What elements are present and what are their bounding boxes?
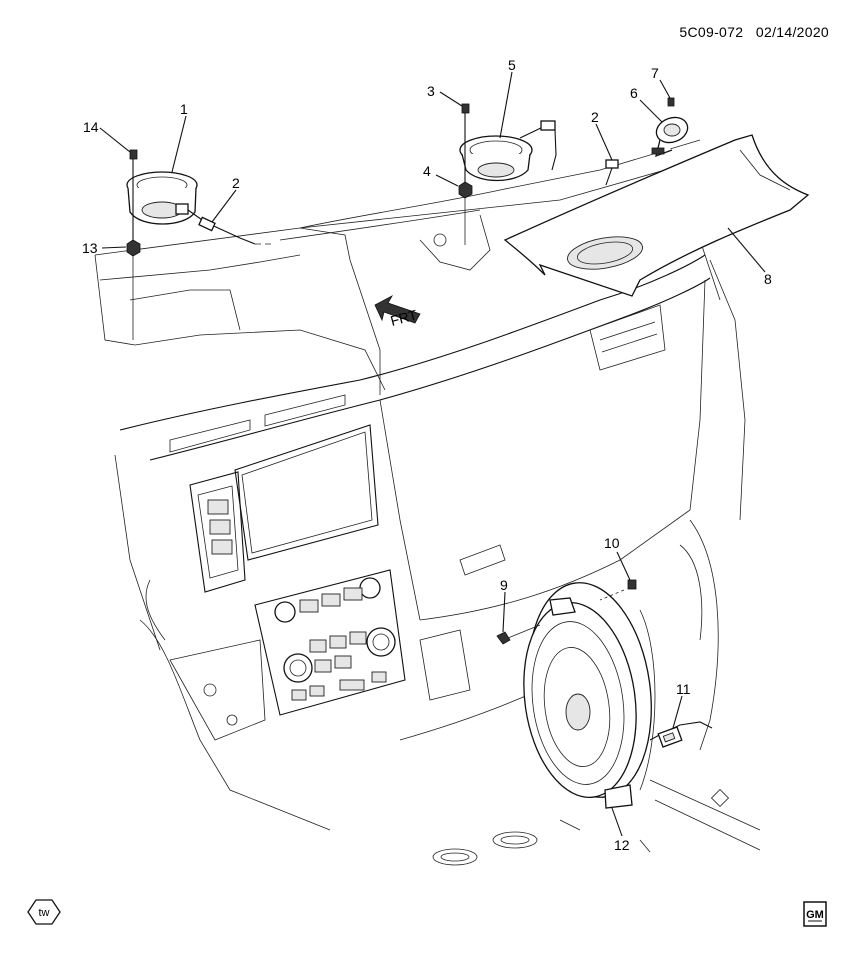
tw-hexagon-icon: tw — [27, 899, 61, 925]
left-speaker-nut — [126, 239, 141, 340]
diagram-header: 5C09-072 02/14/2020 — [679, 24, 829, 40]
a-pillar-tweeter-screw — [667, 97, 675, 107]
callout-10: 10 — [604, 535, 620, 551]
left-speaker-bolt — [129, 149, 138, 240]
callout-13: 13 — [82, 240, 98, 256]
callout-8: 8 — [764, 271, 772, 287]
tw-label: tw — [39, 907, 50, 919]
callout-12: 12 — [614, 837, 630, 853]
front-arrow-icon: FRT — [374, 295, 421, 329]
callout-labels: 1 2 2 3 4 5 6 7 8 9 10 11 12 13 14 — [82, 57, 772, 853]
callout-4: 4 — [423, 163, 431, 179]
hvac-knobs — [274, 577, 396, 683]
callout-2-left: 2 — [232, 175, 240, 191]
center-speaker-nut — [458, 181, 473, 245]
callout-leaders — [99, 71, 766, 837]
callout-2-right: 2 — [591, 109, 599, 125]
diagram-date: 02/14/2020 — [755, 24, 829, 40]
center-speaker-wiring-harness — [519, 120, 557, 171]
front-direction-label: FRT — [389, 306, 420, 329]
callout-5: 5 — [508, 57, 516, 73]
hvac-buttons — [291, 587, 387, 701]
center-instrument-panel-speaker — [459, 135, 533, 182]
door-speaker-screw — [496, 624, 541, 645]
center-speaker-bolt — [461, 103, 470, 182]
diagram-code: 5C09-072 — [679, 24, 744, 40]
callout-7: 7 — [651, 65, 659, 81]
callout-6: 6 — [630, 85, 638, 101]
left-instrument-panel-speaker — [126, 171, 198, 225]
front-door-speaker — [523, 582, 656, 809]
callout-14: 14 — [83, 119, 99, 135]
door-speaker-clip — [599, 579, 637, 601]
a-pillar-tweeter — [605, 116, 689, 186]
callout-3: 3 — [427, 83, 435, 99]
left-speaker-wiring-harness — [187, 209, 275, 245]
gm-logo-icon: GM — [803, 901, 827, 927]
gm-logo-text: GM — [806, 909, 824, 921]
callout-9: 9 — [500, 577, 508, 593]
callout-1: 1 — [180, 101, 188, 117]
windshield-pillar-trim — [503, 134, 810, 297]
door-speaker-wiring-harness — [649, 721, 713, 748]
callout-11: 11 — [676, 681, 691, 697]
instrument-panel — [94, 139, 761, 866]
